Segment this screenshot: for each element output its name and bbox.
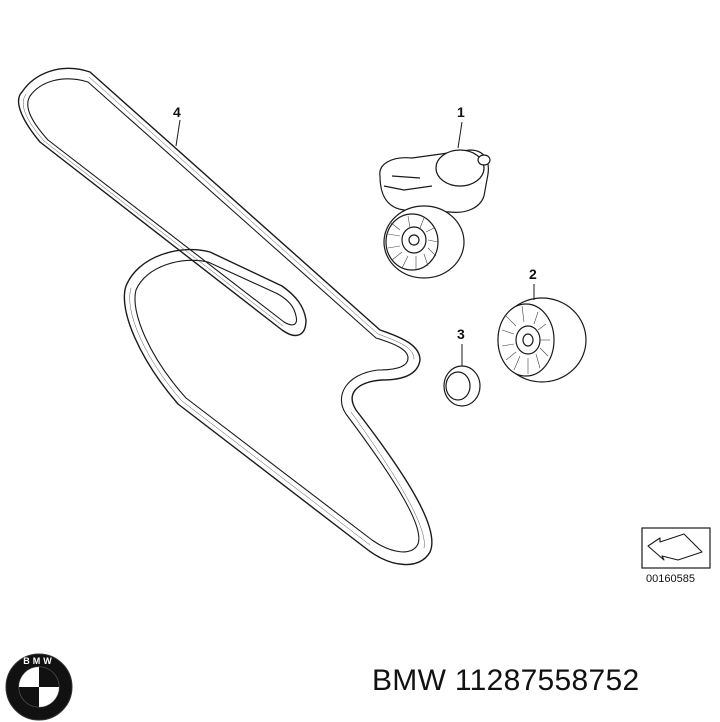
caption-part-number: 11287558752 xyxy=(454,664,640,697)
callout-3: 3 xyxy=(457,326,465,342)
leader-lines xyxy=(175,119,535,366)
logo-quarter-top-right xyxy=(39,667,59,687)
logo-quarter-bottom-left xyxy=(19,687,39,707)
tensioner-pulley-bore xyxy=(408,234,420,246)
callout-2: 2 xyxy=(529,266,537,282)
leader-line-4 xyxy=(175,119,181,147)
logo-quarter-bottom-right xyxy=(39,687,59,707)
tensioner-spring-housing xyxy=(435,149,485,187)
orientation-box: 00160585 xyxy=(641,527,711,585)
belt-rib-2 xyxy=(88,76,425,549)
caption-brand: BMW xyxy=(372,664,447,697)
callout-4: 4 xyxy=(173,104,181,120)
cover-cap xyxy=(443,365,481,407)
leader-line-1 xyxy=(457,121,463,149)
tensioner-bolt xyxy=(477,154,491,166)
cover-cap-inner xyxy=(445,371,471,401)
orientation-arrow-icon xyxy=(647,533,703,561)
idler-pulley xyxy=(497,297,587,383)
logo-letters: BMW xyxy=(23,656,55,666)
logo-quarter-top-left xyxy=(19,667,39,687)
belt-rib-1 xyxy=(22,93,371,546)
diagram-id: 00160585 xyxy=(646,573,695,585)
idler-pulley-bore xyxy=(522,333,534,347)
tensioner-pulley-ribs xyxy=(387,215,439,270)
idler-pulley-ribs xyxy=(501,305,550,374)
callout-1: 1 xyxy=(457,104,465,120)
drive-belt xyxy=(17,67,433,566)
belt-outer-edge xyxy=(17,67,433,566)
part-caption: BMW 11287558752 xyxy=(372,664,639,698)
belt-tensioner xyxy=(379,149,491,279)
bmw-logo-icon: BMW xyxy=(5,653,73,721)
belt-inner-edge xyxy=(27,78,420,553)
tensioner-bracket xyxy=(383,175,433,191)
